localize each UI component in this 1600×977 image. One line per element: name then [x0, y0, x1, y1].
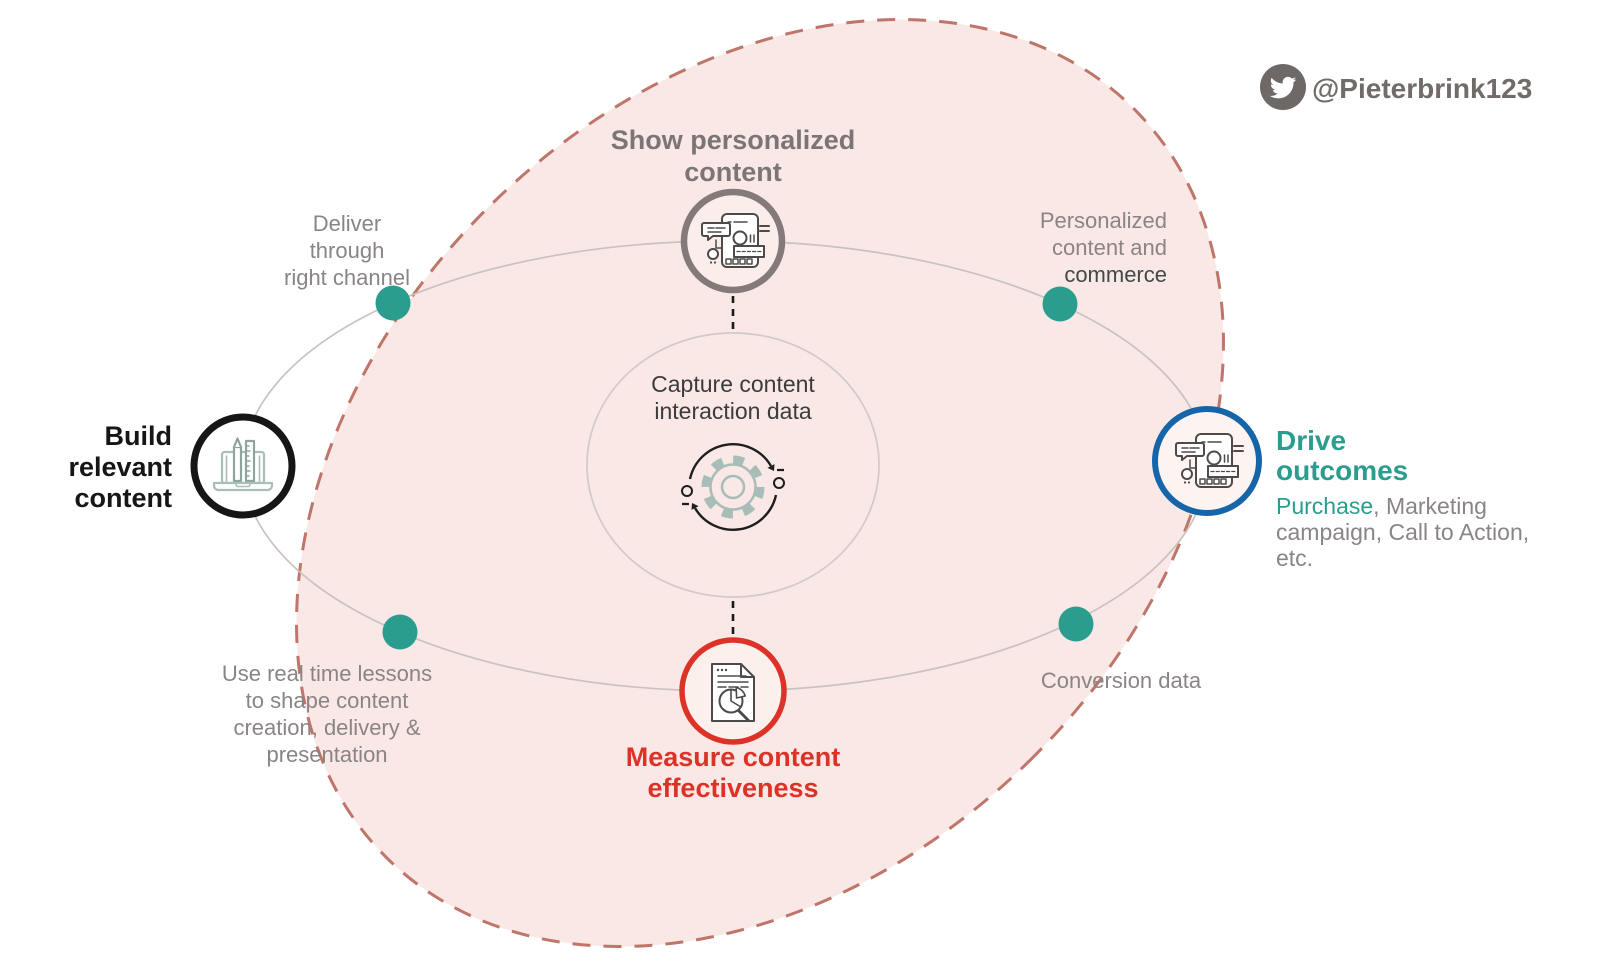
label-measure-effectiveness: Measure content effectiveness: [626, 742, 841, 803]
center-circle: [586, 332, 880, 598]
build-title-line3: content: [75, 483, 173, 513]
deliver-line1: Deliver: [313, 211, 381, 236]
label-drive-outcomes: Drive outcomes Purchase, Marketing campa…: [1276, 425, 1529, 571]
label-build-relevant-content: Build relevant content: [68, 421, 172, 513]
twitter-handle: @Pieterbrink123: [1312, 73, 1532, 104]
lessons-line3: creation, delivery &: [233, 715, 420, 740]
report-analytics-icon: [711, 663, 755, 722]
label-conversion-data: Conversion data: [1041, 668, 1202, 693]
lessons-line1: Use real time lessons: [222, 661, 432, 686]
laptop-create-icon: [212, 437, 274, 492]
personalized-line3: commerce: [1064, 262, 1167, 287]
build-title-line2: relevant: [68, 452, 172, 482]
drive-title-line2: outcomes: [1276, 455, 1408, 486]
measure-title-line2: effectiveness: [647, 773, 818, 803]
center-line2: interaction data: [654, 398, 811, 424]
personalized-line2: content and: [1052, 235, 1167, 260]
build-title-line1: Build: [105, 421, 173, 451]
deliver-line3: right channel: [284, 265, 410, 290]
node-build-circle: [190, 413, 296, 519]
drive-desc-line2: campaign, Call to Action,: [1276, 519, 1529, 545]
personalized-line1: Personalized: [1040, 208, 1167, 233]
lessons-line2: to shape content: [246, 688, 409, 713]
measure-title-line1: Measure content: [626, 742, 841, 772]
label-deliver-channel: Deliver through right channel: [284, 211, 410, 290]
lessons-line4: presentation: [266, 742, 387, 767]
milestone-dot-lessons: [382, 614, 418, 650]
label-real-time-lessons: Use real time lessons to shape content c…: [222, 661, 432, 767]
twitter-badge: @Pieterbrink123: [1260, 64, 1532, 110]
center-line1: Capture content: [651, 371, 815, 397]
label-personalized-commerce: Personalized content and commerce: [1040, 208, 1167, 287]
drive-desc-line3: etc.: [1276, 545, 1313, 571]
label-capture-interaction-data: Capture content interaction data: [651, 371, 815, 424]
label-show-personalized-content: Show personalized content: [611, 125, 856, 187]
drive-desc-line1: Purchase, Marketing: [1276, 493, 1487, 519]
deliver-line2: through: [310, 238, 385, 263]
milestone-dot-personalized: [1042, 286, 1078, 322]
outer-dashed-ellipse: [295, 18, 1225, 948]
show-title-line2: content: [684, 157, 782, 187]
milestone-dot-conversion: [1058, 606, 1094, 642]
twitter-bird-icon: [1269, 76, 1297, 99]
drive-title-line1: Drive: [1276, 425, 1346, 456]
sync-gear-icon: [681, 443, 785, 531]
milestone-dot-deliver: [375, 285, 411, 321]
show-title-line1: Show personalized: [611, 125, 856, 155]
